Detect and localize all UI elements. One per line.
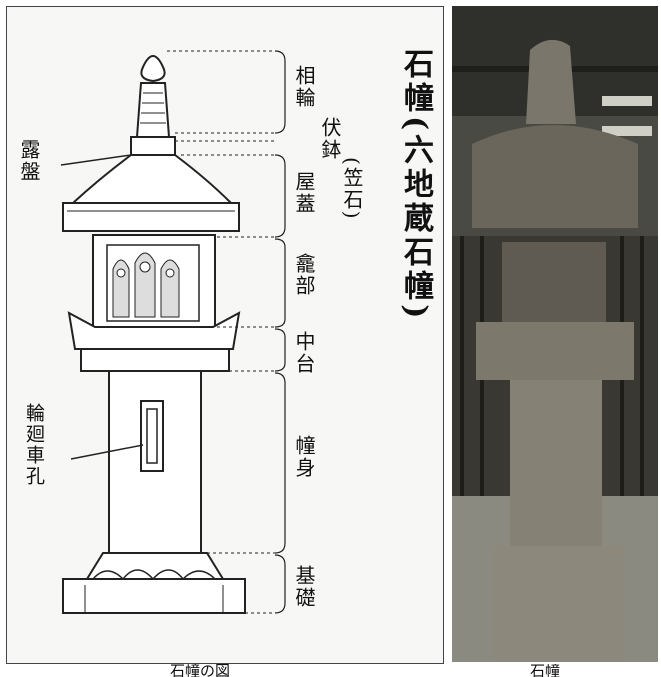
sorin-spire [135, 82, 171, 138]
caption-diagram: 石幢の図 [170, 664, 231, 677]
roof [70, 154, 234, 204]
fukubachi [130, 136, 176, 156]
label-doshin: 幢身 [292, 435, 316, 479]
photo-panel [452, 6, 658, 662]
label-kiso: 基礎 [292, 565, 316, 609]
caption-photo: 石幢 [530, 664, 561, 677]
diagram-title: 石幢(六地蔵石幢) [398, 48, 433, 323]
label-kasaishi: (笠石) [340, 157, 364, 221]
base-lotus [85, 552, 225, 580]
label-sorin: 相輪 [292, 65, 316, 109]
label-roban: 露盤 [17, 139, 41, 183]
stone-pillar-photo [452, 6, 658, 662]
middle-platform [67, 311, 241, 350]
label-fukubachi: 伏鉢 [318, 117, 342, 161]
hoju-finial [140, 55, 166, 83]
label-ganbu: 龕部 [292, 253, 316, 297]
label-okugai: 屋蓋 [292, 171, 316, 215]
diagram-panel: 露盤 相輪 伏鉢 (笠石) 屋蓋 龕部 中台 輪廻車孔 幢身 基礎 [6, 6, 444, 664]
label-chudai: 中台 [292, 331, 316, 375]
stone-pillar-drawing [60, 50, 286, 614]
label-rinne: 輪廻車孔 [23, 403, 45, 487]
